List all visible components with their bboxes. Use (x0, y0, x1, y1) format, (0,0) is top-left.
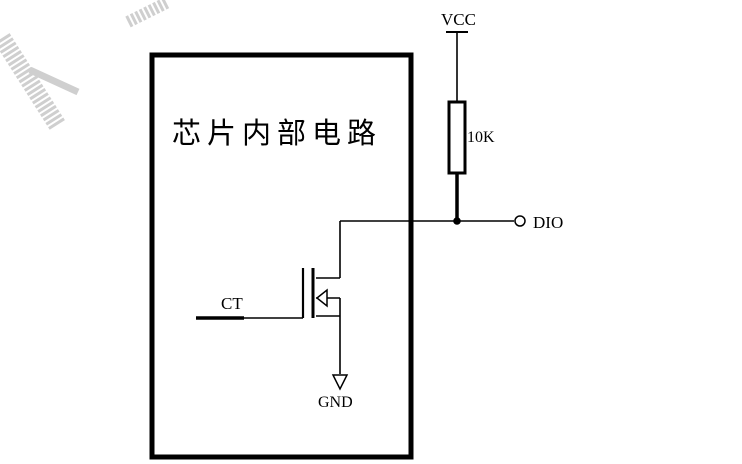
vcc-label: VCC (441, 10, 476, 29)
dio-label: DIO (533, 213, 563, 232)
pullup-resistor (447, 100, 467, 175)
junction-dot (453, 217, 461, 225)
gnd-label: GND (318, 394, 353, 411)
ground-symbol (331, 374, 349, 391)
mosfet-symbol (301, 221, 341, 374)
mosfet-arrow (315, 288, 328, 308)
dio-terminal (514, 215, 526, 227)
chip-boundary (149, 52, 414, 460)
ct-label: CT (221, 294, 243, 313)
watermark (0, 0, 171, 131)
chip-title: 芯片内部电路 (172, 116, 382, 150)
vcc-supply (446, 31, 468, 102)
resistor-label: 10K (467, 129, 495, 146)
